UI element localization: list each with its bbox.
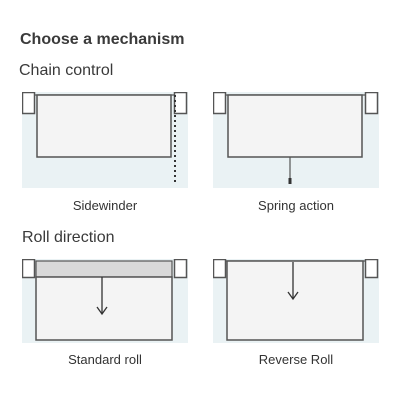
standard-roll-icon — [22, 259, 188, 343]
option-label-reverse-roll: Reverse Roll — [258, 352, 334, 367]
option-sidewinder[interactable] — [22, 92, 188, 188]
option-label-standard-roll: Standard roll — [68, 352, 142, 367]
reverse-roll-icon — [213, 259, 379, 343]
section-title-chain-control: Chain control — [19, 62, 114, 79]
option-reverse-roll[interactable] — [213, 259, 379, 355]
option-label-spring-action: Spring action — [258, 198, 334, 213]
option-standard-roll[interactable] — [22, 259, 188, 355]
sidewinder-chain-icon — [22, 92, 188, 188]
option-label-sidewinder: Sidewinder — [72, 198, 138, 213]
spring-action-icon — [213, 92, 379, 188]
page-title: Choose a mechanism — [20, 31, 185, 48]
option-spring-action[interactable] — [213, 92, 379, 188]
section-title-roll-direction: Roll direction — [22, 229, 115, 246]
